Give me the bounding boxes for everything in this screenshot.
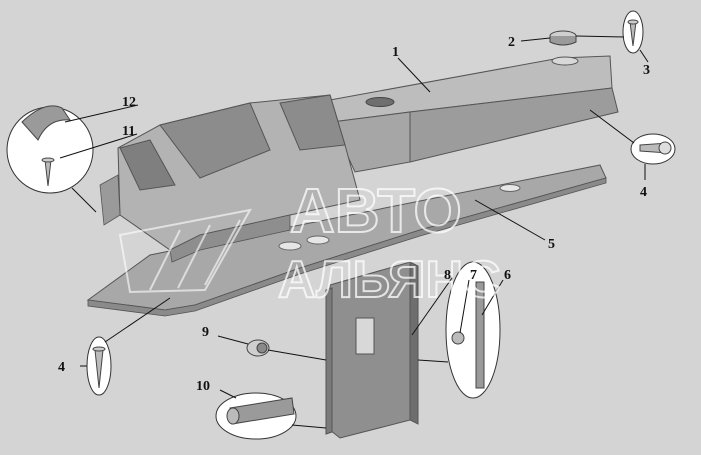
beam-housing xyxy=(329,55,619,173)
callout-3: 3 xyxy=(643,63,650,78)
detail-circle-11-12 xyxy=(6,105,94,194)
detail-circle-seal xyxy=(215,392,297,440)
grommet-2 xyxy=(549,30,577,46)
callout-11: 11 xyxy=(122,124,135,139)
detail-circle-bolt xyxy=(630,133,676,165)
cab-housing xyxy=(99,94,361,263)
detail-circle-screw-left xyxy=(86,336,112,396)
detail-circle-screw-top xyxy=(622,10,644,54)
leader-lines xyxy=(59,35,649,429)
callout-1: 1 xyxy=(392,45,399,60)
side-panel xyxy=(325,261,419,439)
callout-5: 5 xyxy=(548,237,555,252)
plug-9 xyxy=(246,339,270,357)
callout-8: 8 xyxy=(444,268,451,283)
watermark-logo xyxy=(118,208,252,294)
callout-12: 12 xyxy=(122,95,136,110)
callout-7: 7 xyxy=(470,268,477,283)
callout-9: 9 xyxy=(202,325,209,340)
watermark-line1: АВТО xyxy=(290,177,462,246)
callout-2: 2 xyxy=(508,35,515,50)
detail-circle-6-7 xyxy=(445,261,501,399)
watermark-line2: АЛЬЯНС xyxy=(278,251,501,309)
callout-4-right: 4 xyxy=(640,185,647,200)
callout-10: 10 xyxy=(196,379,210,394)
callout-4-left: 4 xyxy=(58,360,65,375)
callout-6: 6 xyxy=(504,268,511,283)
